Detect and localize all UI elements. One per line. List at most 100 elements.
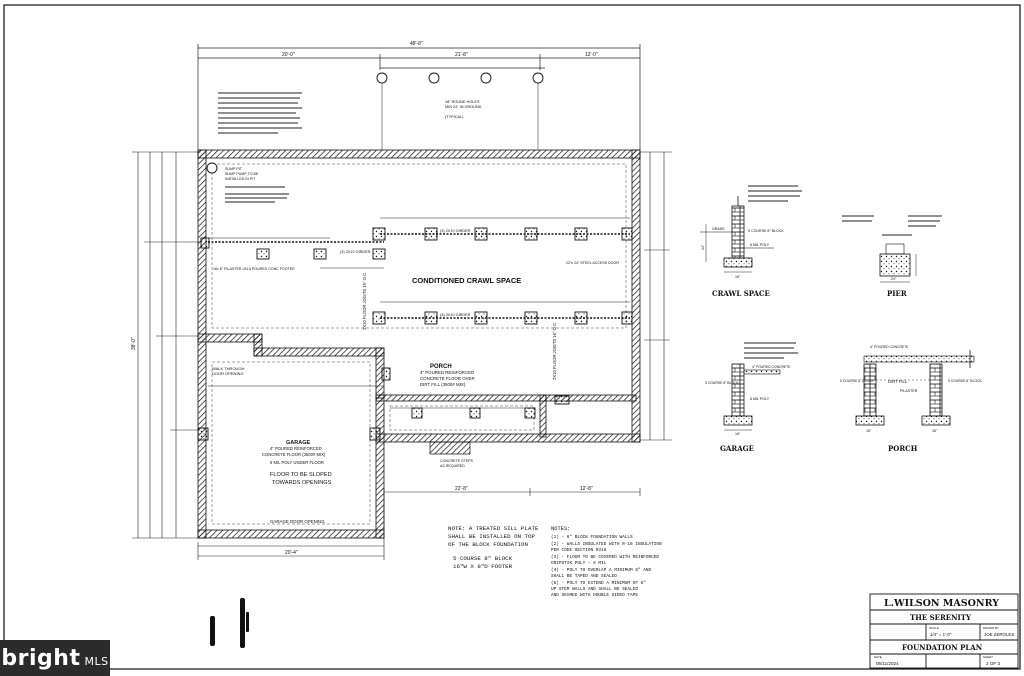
sump-label-3: INSTALLED IN PIT [225, 177, 256, 181]
room-garage: GARAGE [286, 440, 310, 446]
svg-text:SHALL BE INSTALLED ON TOP: SHALL BE INSTALLED ON TOP [448, 533, 535, 540]
right-dimensions [640, 151, 672, 441]
notes-left: NOTE: A TREATED SILL PLATE SHALL BE INST… [448, 525, 539, 570]
detail-label-crawl: CRAWL SPACE [712, 289, 770, 298]
svg-text:4" POURED CONCRETE: 4" POURED CONCRETE [870, 345, 909, 349]
bottom-dimensions [197, 488, 641, 560]
access-door-note: 22"x 24" STEEL ACCESS DOOR [566, 261, 619, 265]
dim-overall: 48'-8" [410, 41, 423, 47]
girder-lines [208, 233, 630, 319]
dim-garage-width: 20'-4" [285, 550, 298, 556]
steps-label-1: CONCRETE STEPS [440, 459, 474, 463]
svg-text:(4) - POLY TO OVERLAP A MINIMU: (4) - POLY TO OVERLAP A MINIMUM 6" AND [551, 568, 651, 573]
top-dimensions [197, 44, 641, 160]
svg-text:(1) - 8" BLOCK FOUNDATION WALL: (1) - 8" BLOCK FOUNDATION WALLS [551, 535, 633, 540]
detail-pier [842, 215, 942, 283]
garage-note-2: CONCRETE FLOOR (3500# MIX) [262, 452, 326, 457]
room-conditioned-crawl: CONDITIONED CRAWL SPACE [412, 276, 521, 285]
dim-left: 20'-0" [282, 52, 295, 58]
room-porch: PORCH [430, 364, 452, 370]
foundation-walls [197, 149, 641, 539]
dim-depth: 38'-0" [131, 337, 137, 350]
drawn-by-label: DRAWN BY [983, 626, 999, 630]
sheet-border [3, 4, 1021, 670]
sheet-label: SHEET [983, 655, 993, 659]
sump-pit [206, 162, 218, 174]
svg-text:16": 16" [735, 275, 741, 279]
dim-mid: 21'-8" [455, 52, 468, 58]
pilaster-note: 16x 8" PILASTER ON A POURED CONC FOOTER [213, 267, 295, 271]
holes-note-2: MIN 24" IN GROUND [445, 105, 482, 109]
sheet-title: FOUNDATION PLAN [902, 643, 983, 652]
concrete-steps [429, 441, 471, 455]
svg-text:OF THE BLOCK FOUNDATION: OF THE BLOCK FOUNDATION [448, 541, 529, 548]
svg-text:PILASTER: PILASTER [900, 389, 918, 393]
pier-holes [376, 72, 544, 84]
svg-text:SHALL BE TAPED AND SEALED: SHALL BE TAPED AND SEALED [551, 574, 617, 579]
svg-text:(3) - FLOOR TO BE COVERED WITH: (3) - FLOOR TO BE COVERED WITH REINFORCE… [551, 555, 659, 560]
svg-text:NOTES:: NOTES: [551, 526, 570, 532]
detail-label-garage: GARAGE [720, 444, 754, 453]
steps-label-2: AS REQUIRED [440, 464, 465, 468]
svg-text:6 MIL POLY: 6 MIL POLY [750, 243, 770, 247]
company-name: L.WILSON MASONRY [884, 598, 999, 609]
project-name: THE SERENITY [910, 613, 972, 622]
svg-text:5 COURSE 8" BLOCK: 5 COURSE 8" BLOCK [705, 381, 740, 385]
joists-label-right: 2X10 FLOOR JOISTS 16" O.C. [552, 322, 557, 380]
svg-text:16": 16" [932, 429, 938, 433]
garage-note-1: 4" POURED REINFORCED [270, 446, 322, 451]
detail-label-porch: PORCH [888, 444, 918, 453]
title-block [869, 593, 1019, 669]
svg-text:5 COURSE 8" BLOCK: 5 COURSE 8" BLOCK [453, 555, 513, 562]
dim-right-bottom: 12'-8" [580, 486, 593, 492]
dim-right: 12'-0" [585, 52, 598, 58]
holes-note-1: 18" ROUND HOLES [445, 100, 480, 104]
svg-text:(5) - POLY TO EXTEND A MINIMUM: (5) - POLY TO EXTEND A MINIMUM OF 6" [551, 581, 646, 586]
svg-text:5 COURSE 8" BLOCK: 5 COURSE 8" BLOCK [748, 229, 784, 233]
dim-porch-width: 22'-8" [455, 486, 468, 492]
notes-right: NOTES: (1) - 8" BLOCK FOUNDATION WALLS (… [551, 526, 662, 598]
svg-text:16": 16" [735, 432, 741, 436]
detail-crawl-space [700, 185, 802, 273]
svg-text:GRIPSTIK POLY - 6 MIL: GRIPSTIK POLY - 6 MIL [551, 561, 607, 566]
svg-text:5 COURSE 8" BLOCK: 5 COURSE 8" BLOCK [948, 379, 983, 383]
watermark-brand: bright [1, 645, 81, 671]
svg-text:UP STEM WALLS AND SHALL BE SEA: UP STEM WALLS AND SHALL BE SEALED [551, 587, 638, 592]
svg-text:4" POURED CONCRETE: 4" POURED CONCRETE [752, 365, 791, 369]
bright-mls-watermark: bright MLS [0, 640, 110, 676]
walk-through-1: WALK THROUGH [212, 366, 245, 371]
girder-label-3: (3) 2X10 GIRDER [440, 313, 471, 317]
walk-through-2: DOOR OPENING [212, 371, 244, 376]
garage-door-label: GARAGE DOOR OPENING [270, 519, 325, 524]
svg-text:24": 24" [701, 244, 705, 250]
detail-garage [723, 342, 798, 431]
joists-label-left: 2X10 FLOOR JOISTS 16" O.C. [362, 272, 367, 330]
svg-text:AND SEAMED WITH DOUBLE SIDED T: AND SEAMED WITH DOUBLE SIDED TAPE [551, 593, 638, 598]
svg-text:16": 16" [866, 429, 872, 433]
porch-note-1: 4" POURED REINFORCED [420, 370, 474, 375]
svg-text:5 COURSE 8" BLOCK: 5 COURSE 8" BLOCK [840, 379, 875, 383]
svg-text:PER CODE SECTION R316: PER CODE SECTION R316 [551, 548, 607, 553]
sump-label-2: SUMP PUMP TO BE [225, 172, 259, 176]
sump-note-block [218, 92, 302, 134]
detail-label-pier: PIER [887, 289, 907, 298]
watermark-sub: MLS [84, 654, 109, 668]
garage-note-3: 6 MIL POLY UNDER FLOOR [270, 460, 324, 465]
porch-note-2: CONCRETE FLOOR OVER [420, 376, 475, 381]
slope-note-1: FLOOR TO BE SLOPED [270, 472, 332, 478]
porch-note-3: DIRT FILL (3500# MIX) [420, 382, 466, 387]
detail-porch [855, 350, 975, 426]
left-dimensions [132, 151, 200, 539]
svg-text:24": 24" [891, 277, 897, 281]
scale-label: SCALE [929, 626, 939, 630]
scan-marks [210, 598, 249, 648]
date-label: DATE [874, 655, 882, 659]
svg-text:(2) - WALLS INSULATED WITH R-1: (2) - WALLS INSULATED WITH R-10 INSULATI… [551, 542, 662, 547]
scale-value: 1/4" = 1'-0" [930, 632, 952, 637]
girder-label-1: (3) 2X10 GIRDER [440, 229, 471, 233]
svg-text:GRADE: GRADE [712, 227, 725, 231]
holes-note-3: (TYPICAL) [445, 115, 464, 119]
svg-text:6 MIL POLY: 6 MIL POLY [750, 397, 770, 401]
girder-label-2: (3) 2X10 GIRDER [340, 250, 371, 254]
